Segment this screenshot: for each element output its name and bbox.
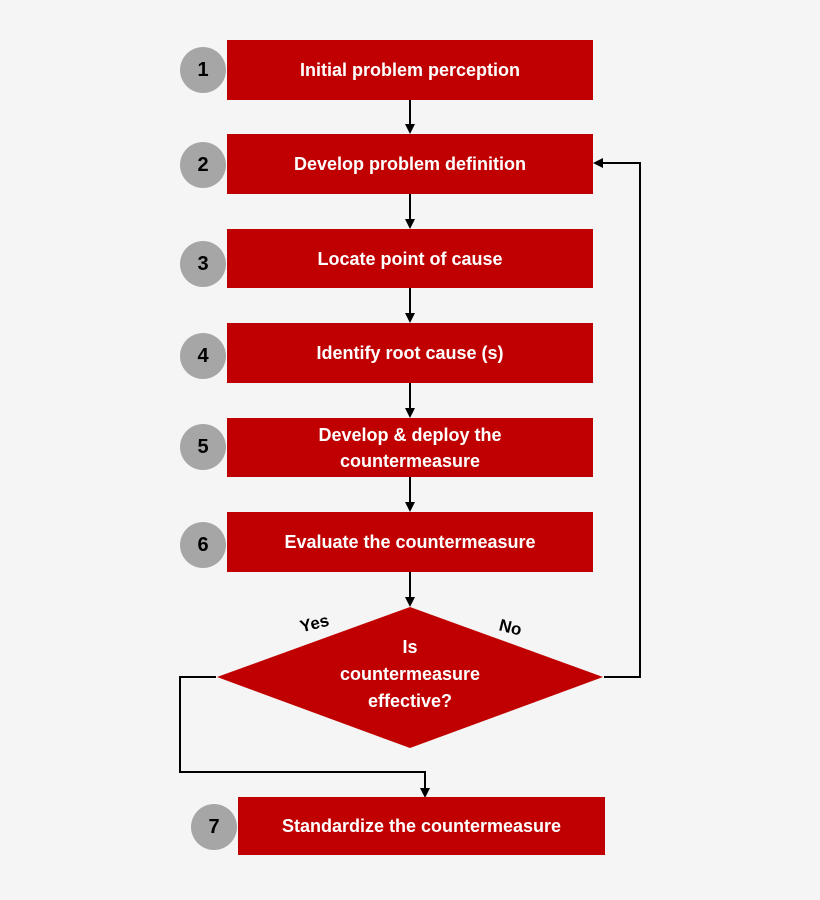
step-number-5: 5 xyxy=(180,424,226,470)
step-box-1: Initial problem perception xyxy=(227,40,593,100)
no-loop-arrow xyxy=(593,158,641,678)
step-box-2: Develop problem definition xyxy=(227,134,593,194)
step-box-6: Evaluate the countermeasure xyxy=(227,512,593,572)
step-number-6: 6 xyxy=(180,522,226,568)
step-box-7: Standardize the countermeasure xyxy=(238,797,605,855)
step-label-6: Evaluate the countermeasure xyxy=(284,532,536,552)
step-number-3: 3 xyxy=(180,241,226,287)
step-label-4: Identify root cause (s) xyxy=(316,343,504,363)
step-label-7: Standardize the countermeasure xyxy=(281,816,562,836)
step-number-2: 2 xyxy=(180,142,226,188)
step-number-1: 1 xyxy=(180,47,226,93)
step-box-3: Locate point of cause xyxy=(227,229,593,288)
step-label-2: Develop problem definition xyxy=(293,154,526,174)
step-number-4: 4 xyxy=(180,333,226,379)
step-box-4: Identify root cause (s) xyxy=(227,323,593,383)
step-number-7: 7 xyxy=(191,804,237,850)
step-label-3: Locate point of cause xyxy=(317,248,503,269)
step-label-1: Initial problem perception xyxy=(299,60,521,80)
decision-diamond xyxy=(217,607,603,748)
step-box-5: Develop & deploy the countermeasure xyxy=(227,418,593,477)
yes-path-arrow xyxy=(179,676,430,798)
step-label-5: Develop & deploy the countermeasure xyxy=(318,424,502,471)
decision-question: Is countermeasure effective? xyxy=(339,637,481,711)
